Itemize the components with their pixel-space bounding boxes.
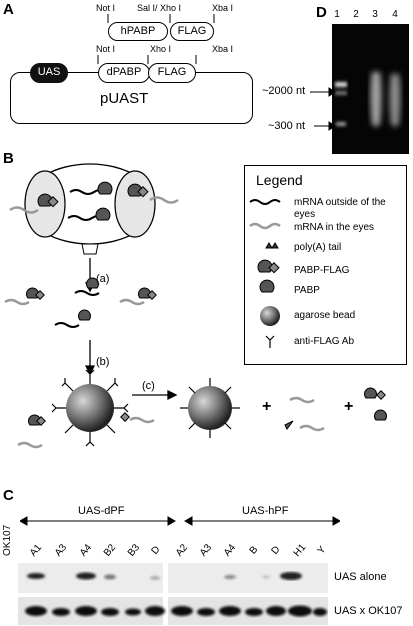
lysate-mixture (4, 277, 157, 328)
group-uas-dpf: UAS-dPF (78, 505, 125, 517)
panel-a-letter: A (3, 1, 14, 18)
step-c-label: (c) (142, 380, 155, 392)
lane-hpf-a4: A4 (221, 542, 239, 559)
step-a-label: (a) (96, 273, 110, 285)
panel-b-letter: B (3, 150, 14, 167)
legend-mrna-outside: mRNA outside of the eyes (294, 197, 386, 220)
gel-lane-3: 3 (372, 9, 378, 20)
vector-name: pUAST (100, 90, 149, 107)
plus-sign-1: + (262, 398, 272, 415)
legend-pabp-flag: PABP-FLAG (294, 265, 350, 276)
lane-hpf-d: D (269, 544, 283, 557)
uas-promoter: UAS (30, 63, 68, 83)
marker-300nt: ~300 nt (268, 120, 306, 132)
construct1-mid-site: Sal I/ Xho I (137, 3, 182, 13)
group-uas-hpf: UAS-hPF (242, 505, 289, 517)
western-blots (18, 563, 328, 625)
driver-label: OK107 (2, 524, 13, 556)
gel-lane-1: 1 (334, 9, 340, 20)
construct2-left-site: Not I (96, 44, 116, 54)
marker-2000nt: ~2000 nt (262, 85, 306, 97)
plus-sign-2: + (344, 398, 354, 415)
construct1-insert: hPABP (108, 22, 168, 41)
fly-head-illustration (9, 163, 179, 255)
pulldown-schematic (4, 163, 240, 449)
construct1-tag: FLAG (170, 22, 214, 41)
panel-a-site-ticks (97, 14, 215, 64)
lane-dpf-a3: A3 (52, 542, 70, 559)
legend-title: Legend (256, 172, 303, 188)
construct1-left-site: Not I (96, 3, 116, 13)
construct2-right-site: Xba I (212, 44, 234, 54)
lane-dpf-d: D (149, 544, 163, 557)
group-brackets (20, 516, 340, 526)
lane-dpf-a4: A4 (77, 542, 95, 559)
legend-mrna-eyes: mRNA in the eyes (294, 222, 375, 233)
lane-dpf-b3: B3 (125, 542, 143, 559)
panel-d-letter: D (316, 4, 327, 21)
legend-symbols (249, 199, 281, 348)
construct2-mid-site: Xho I (150, 44, 172, 54)
legend-box (244, 165, 407, 365)
legend-anti-flag: anti-FLAG Ab (294, 336, 355, 347)
lane-hpf-y: Y (315, 544, 329, 557)
released-mrnps (284, 387, 387, 432)
lane-hpf-a2: A2 (173, 542, 191, 559)
lane-hpf-b: B (247, 544, 261, 557)
lane-dpf-a1: A1 (27, 542, 45, 559)
bead-complex (17, 369, 155, 449)
gel-image (332, 24, 409, 154)
gel-lane-4: 4 (392, 9, 398, 20)
row-uas-alone: UAS alone (334, 571, 387, 583)
gel-lane-2: 2 (353, 9, 359, 20)
construct2-insert: dPABP (98, 63, 150, 83)
lane-hpf-h1: H1 (291, 542, 309, 559)
construct2-tag: FLAG (148, 63, 196, 83)
step-b-label: (b) (96, 356, 110, 368)
marker-arrows (310, 87, 335, 131)
panel-c-letter: C (3, 487, 14, 504)
row-uas-x-ok107: UAS x OK107 (334, 605, 403, 617)
legend-polya: poly(A) tail (294, 242, 342, 253)
legend-pabp: PABP (294, 285, 320, 296)
lane-dpf-b2: B2 (101, 542, 119, 559)
legend-agarose-bead: agarose bead (294, 310, 356, 321)
construct1-right-site: Xba I (212, 3, 234, 13)
lane-hpf-a3: A3 (197, 542, 215, 559)
